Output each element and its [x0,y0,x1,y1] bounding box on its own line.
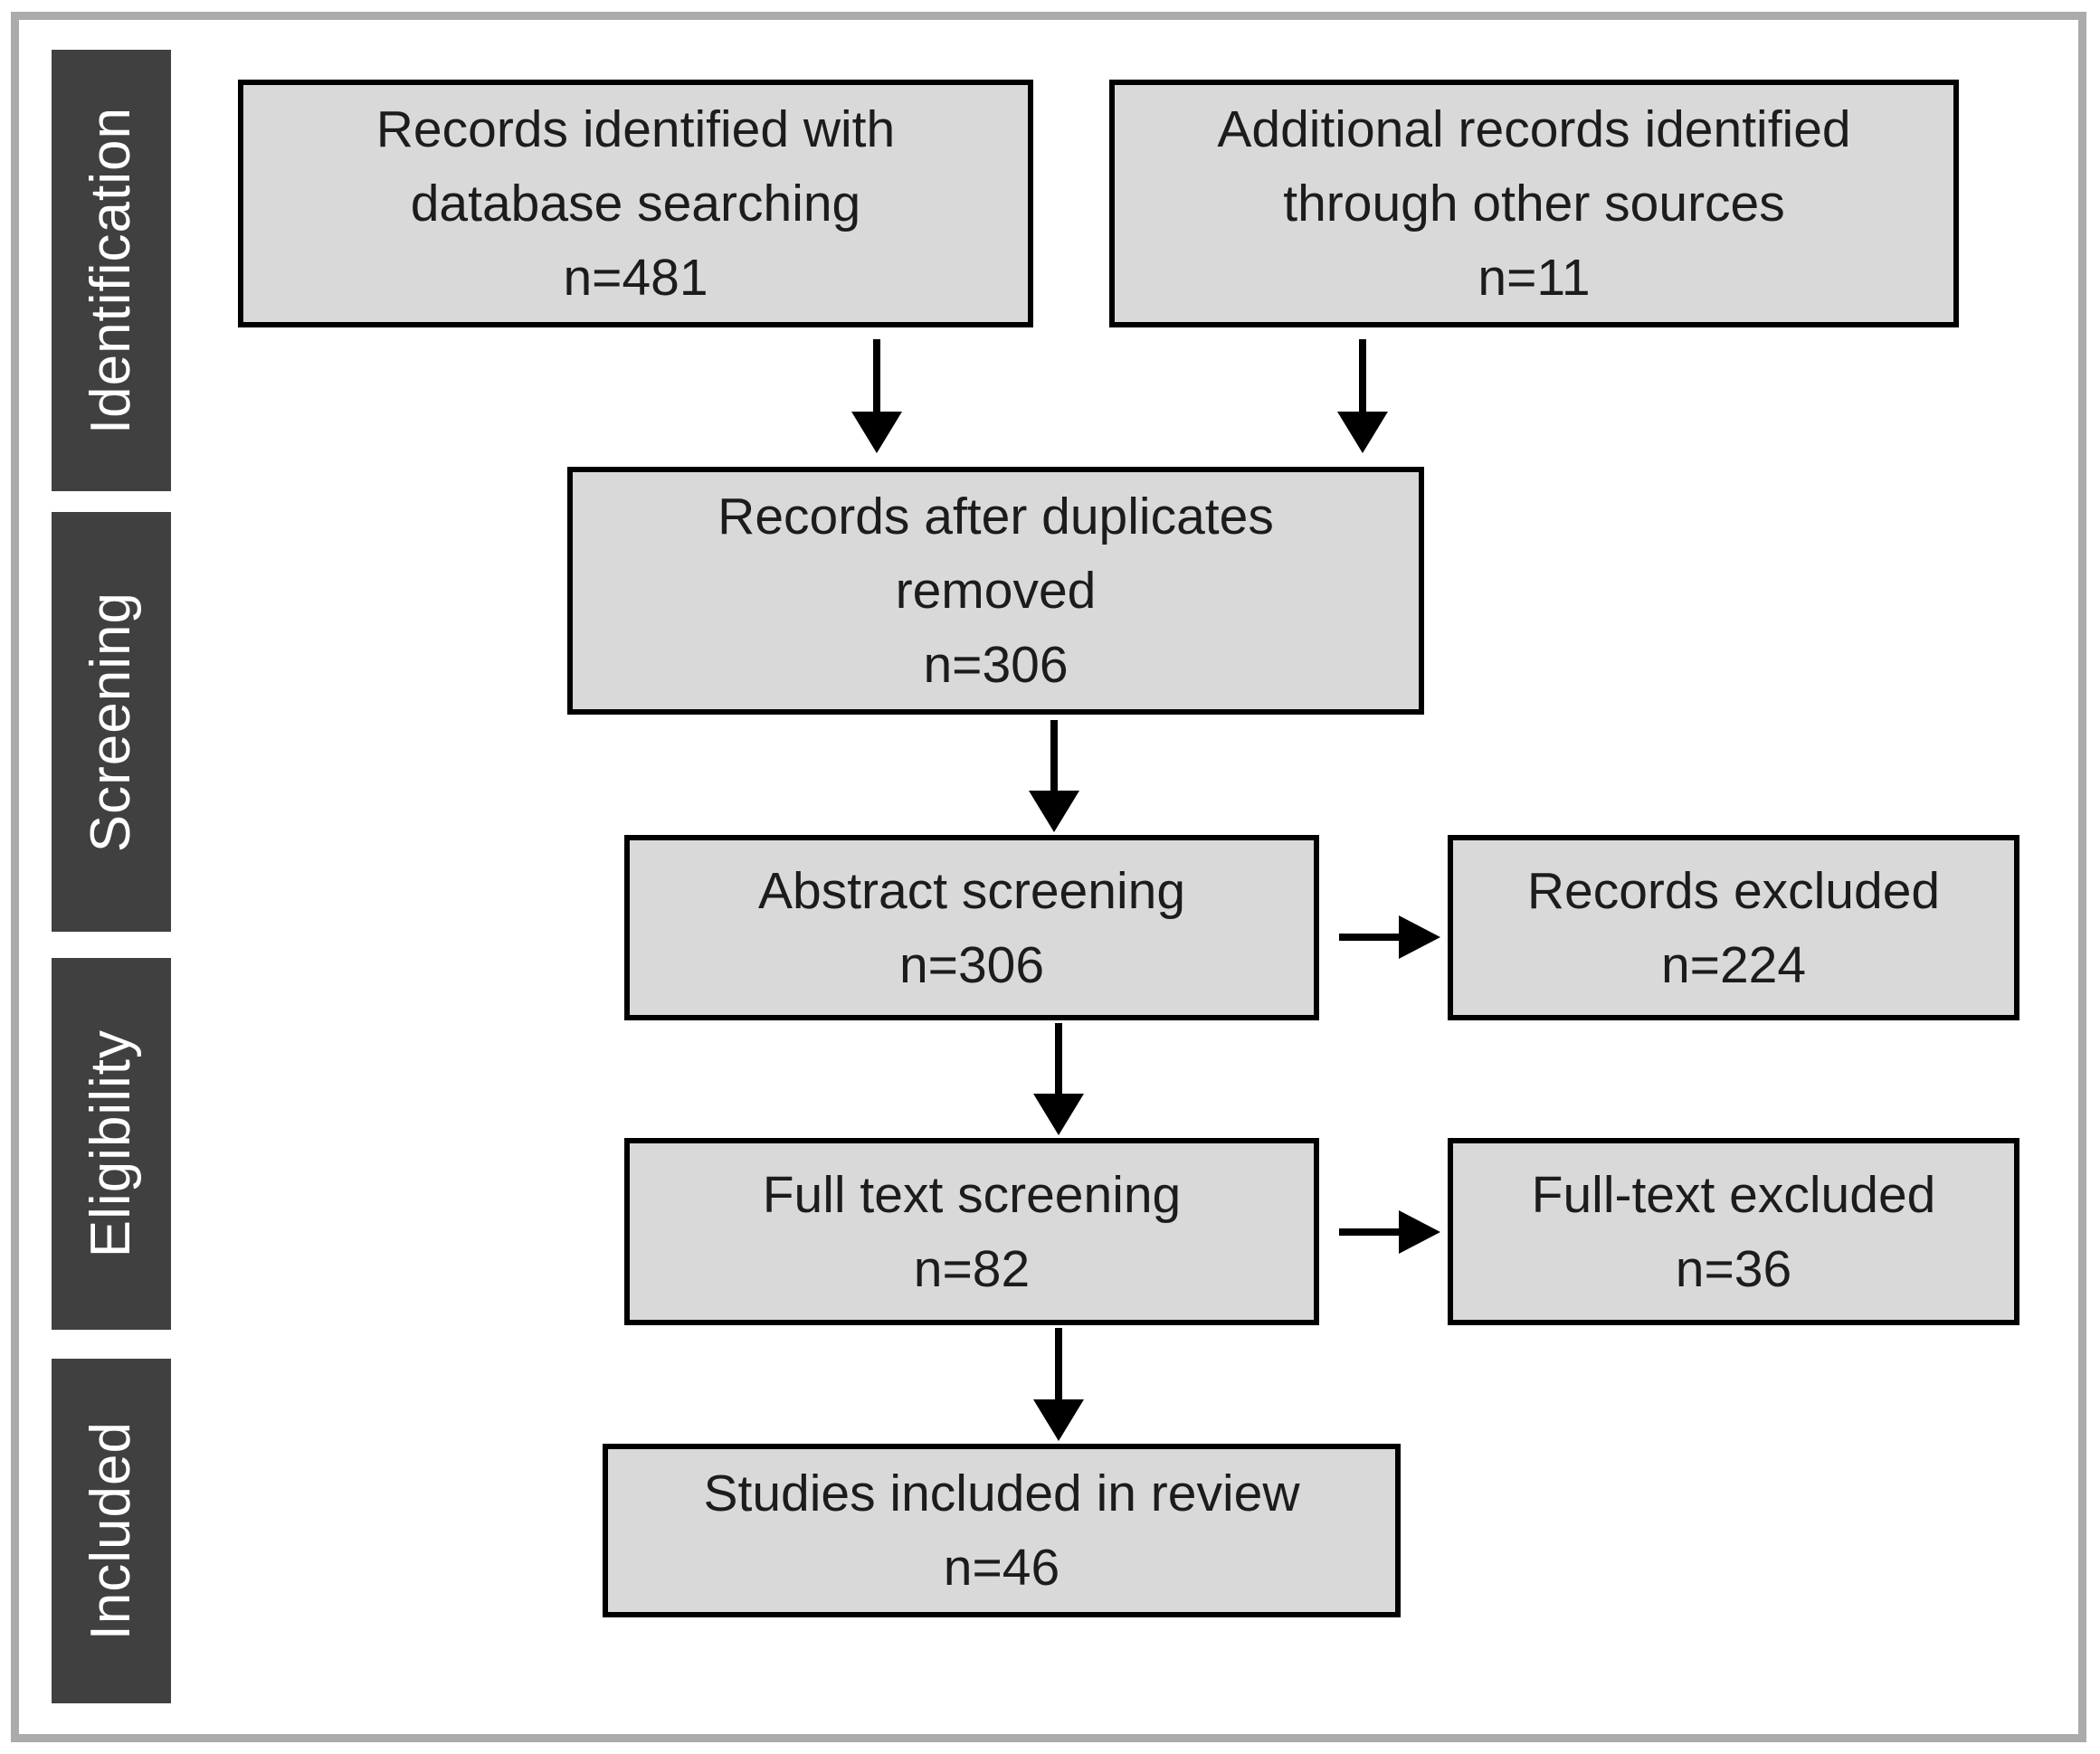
box-line: Records identified with [375,100,896,158]
stage-bar-screening: Screening [52,512,171,932]
stage-bar-included: Included [52,1359,171,1703]
arrow-down-icon [1337,339,1388,453]
arrow-down-icon [851,339,902,453]
box-line: database searching [410,175,861,232]
box-line: n=46 [943,1539,1060,1597]
stage-bar-identification: Identification [52,50,171,491]
stage-label: Screening [80,591,142,853]
box-line: n=11 [1478,249,1591,307]
arrow-head [851,412,902,453]
arrow-stem [1359,339,1366,412]
stage-bar-eligibility: Eligibility [52,958,171,1330]
arrow-head [1033,1399,1084,1441]
box-line: n=481 [563,249,708,307]
box-line: Records after duplicates [717,488,1274,545]
box-line: n=224 [1660,935,1807,994]
box-records-after-duplicates-removed: Records after duplicates removed n=306 [567,467,1424,715]
arrow-head [1399,915,1440,959]
arrow-stem [873,339,880,412]
arrow-head [1033,1094,1084,1135]
box-line: Abstract screening [757,861,1186,920]
arrow-head [1337,412,1388,453]
box-line: Additional records identified [1217,100,1851,158]
stage-label: Included [80,1421,142,1641]
box-additional-records-other-sources: Additional records identified through ot… [1109,80,1959,327]
box-studies-included-in-review: Studies included in review n=46 [603,1444,1401,1617]
arrow-down-icon [1029,720,1079,832]
arrow-right-icon [1339,1210,1440,1254]
arrow-head [1029,791,1079,832]
box-line: n=306 [898,935,1045,994]
box-records-excluded: Records excluded n=224 [1448,835,2019,1020]
arrow-down-icon [1033,1328,1084,1441]
box-line: removed [895,562,1097,620]
stage-label: Eligibility [80,1029,142,1258]
box-line: n=306 [923,636,1069,694]
arrow-head [1399,1210,1440,1254]
arrow-stem [1055,1023,1062,1094]
arrow-stem [1339,1228,1399,1236]
box-line: n=82 [913,1239,1031,1298]
arrow-stem [1050,720,1058,791]
box-line: Full text screening [762,1165,1182,1224]
arrow-down-icon [1033,1023,1084,1135]
box-abstract-screening: Abstract screening n=306 [624,835,1319,1020]
box-line: through other sources [1283,175,1785,232]
arrow-stem [1055,1328,1062,1399]
box-line: Records excluded [1526,861,1941,920]
box-line: Studies included in review [703,1465,1300,1522]
box-full-text-screening: Full text screening n=82 [624,1138,1319,1325]
arrow-right-icon [1339,915,1440,959]
box-line: n=36 [1675,1239,1792,1298]
arrow-stem [1339,934,1399,941]
box-full-text-excluded: Full-text excluded n=36 [1448,1138,2019,1325]
box-line: Full-text excluded [1531,1165,1936,1224]
box-records-identified-database: Records identified with database searchi… [238,80,1033,327]
stage-label: Identification [80,106,142,435]
